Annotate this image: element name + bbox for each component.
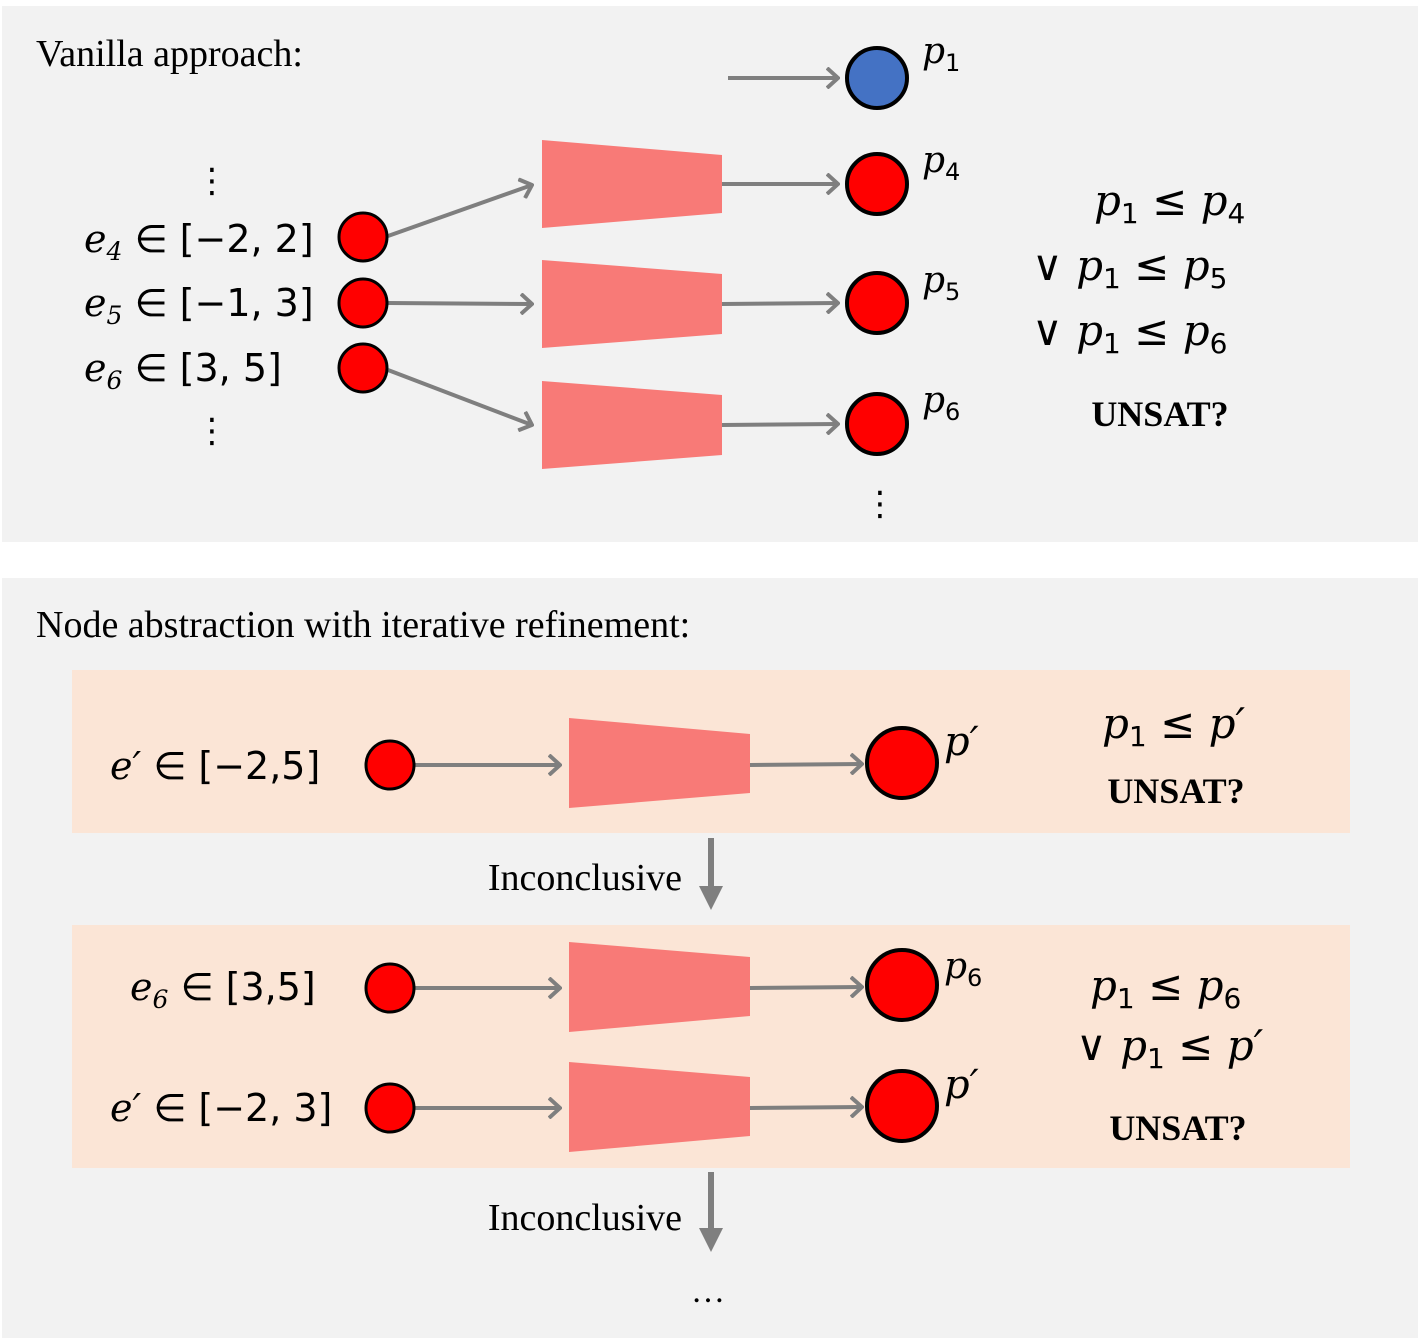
output-label-p4: p4: [922, 140, 960, 186]
network-block-3: [542, 381, 722, 469]
output-node-p6: [845, 392, 909, 456]
step1-verdict: UNSAT?: [1107, 771, 1244, 811]
step1-output-node: [865, 726, 939, 800]
output-node-p5: [845, 271, 909, 335]
output-label-p5: p5: [922, 260, 960, 306]
input-label-e4: e4 ∈ [−2, 2]: [84, 217, 314, 266]
output-label-p6: p6: [922, 380, 960, 426]
step2-input-label-eprime: e′ ∈ [−2, 3]: [110, 1086, 332, 1130]
step1-arrow-net-to-output: [749, 764, 862, 765]
outputs-vdots: ⋮: [863, 484, 897, 524]
output-node-p4: [845, 152, 909, 216]
step2-verdict: UNSAT?: [1109, 1108, 1246, 1148]
arrow-e4-to-net: [387, 185, 532, 238]
step2-output-node-pprime: [865, 1069, 939, 1143]
step2-arrow-net-to-p6: [749, 987, 862, 988]
arrow-e5-to-net: [387, 303, 532, 304]
formula-line-2: ∨ p1 ≤ p5: [1032, 241, 1227, 295]
step2-input-label-e6: e6 ∈ [3,5]: [130, 965, 316, 1014]
network-block-1: [542, 140, 722, 228]
svg-text:e5 ∈ [−1, 3]: e5 ∈ [−1, 3]: [84, 281, 314, 330]
step1-output-label: p′: [944, 719, 979, 765]
step2-output-label-pprime: p′: [944, 1062, 979, 1108]
formula-line-3: ∨ p1 ≤ p6: [1032, 306, 1227, 360]
output-node-p1: [845, 46, 909, 110]
network-block-2: [542, 260, 722, 348]
step1-input-node: [364, 739, 416, 791]
input-label-e6: e6 ∈ [3, 5]: [84, 346, 282, 395]
input-node-e6: [337, 342, 389, 394]
transition-label-2: Inconclusive: [488, 1197, 682, 1239]
continuation-ellipsis: …: [691, 1273, 725, 1310]
arrow-net-to-p5: [721, 303, 838, 304]
step2-arrow-net-to-pprime: [749, 1107, 862, 1108]
step2-input-node-e6: [364, 962, 416, 1014]
vanilla-verdict: UNSAT?: [1091, 394, 1228, 434]
step2-input-node-eprime: [364, 1082, 416, 1134]
output-label-p1: p1: [922, 31, 960, 77]
vanilla-title: Vanilla approach:: [36, 33, 303, 75]
inputs-vdots-bottom: ⋮: [195, 411, 229, 451]
input-label-e5: e5 ∈ [−1, 3]: [84, 281, 314, 330]
step1-network-block: [569, 718, 750, 808]
step2-formula-line-1: p1 ≤ p6: [1090, 961, 1241, 1015]
svg-text:e4 ∈ [−2, 2]: e4 ∈ [−2, 2]: [84, 217, 314, 266]
step2-formula-line-2: ∨ p1 ≤ p′: [1076, 1021, 1264, 1075]
arrow-net-to-p6: [721, 424, 838, 425]
transition-label-1: Inconclusive: [488, 857, 682, 899]
abstraction-title: Node abstraction with iterative refineme…: [36, 604, 690, 646]
svg-text:e6 ∈ [3, 5]: e6 ∈ [3, 5]: [84, 346, 282, 395]
input-node-e5: [337, 277, 389, 329]
arrow-e6-to-net: [387, 368, 532, 425]
step2-network-block-2: [569, 1062, 750, 1152]
inputs-vdots-top: ⋮: [195, 161, 229, 201]
step1-formula: p1 ≤ p′: [1102, 699, 1246, 753]
input-node-e4: [337, 211, 389, 263]
formula-line-1: p1 ≤ p4: [1094, 176, 1245, 230]
step2-network-block-1: [569, 942, 750, 1032]
step2-output-label-p6: p6: [944, 946, 982, 992]
step1-input-label: e′ ∈ [−2,5]: [110, 744, 320, 788]
step2-output-node-p6: [865, 948, 939, 1022]
